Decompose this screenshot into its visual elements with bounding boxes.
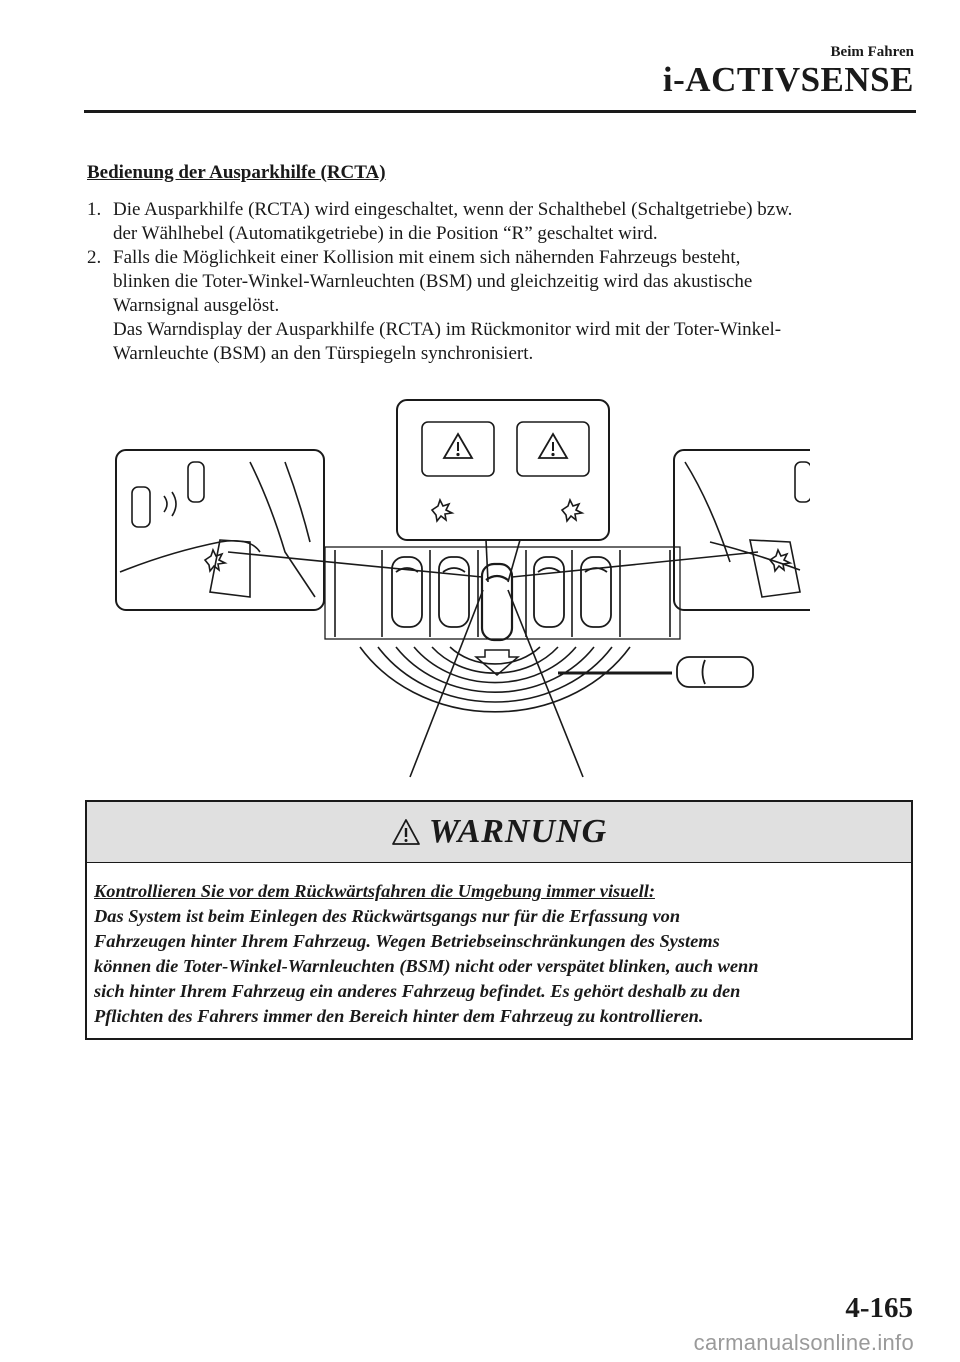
parking-lot [324,546,681,640]
step-line: Das Warndisplay der Ausparkhilfe (RCTA) … [113,319,782,340]
header-divider [84,110,916,113]
step-line: Warnsignal ausgelöst. [113,295,280,316]
section-heading: Bedienung der Ausparkhilfe (RCTA) [87,162,386,183]
warning-line: sich hinter Ihrem Fahrzeug ein anderes F… [94,981,741,1001]
step-number: 2. [87,247,102,268]
step-line: Falls die Möglichkeit einer Kollision mi… [113,247,741,268]
warning-line: Pflichten des Fahrers immer den Bereich … [94,1006,704,1026]
step-line: der Wählhebel (Automatikgetriebe) in die… [113,223,658,244]
rcta-illustration [115,399,810,778]
warning-triangle-icon [391,819,420,845]
step-line: Warnleuchte (BSM) an den Türspiegeln syn… [113,343,534,364]
rear-monitor-inset [396,399,610,583]
warning-line: Das System ist beim Einlegen des Rückwär… [94,906,681,926]
page-number: 4-165 [845,1292,913,1324]
warning-header: WARNUNG [87,802,911,863]
header-section-label: Beim Fahren [830,44,914,60]
warning-box: WARNUNG Kontrollieren Sie vor dem Rückwä… [85,800,913,1040]
warning-line: können die Toter-Winkel-Warnleuchten (BS… [94,956,759,976]
steps-list: 1. Die Ausparkhilfe (RCTA) wird eingesch… [87,198,917,366]
warning-title: WARNUNG [428,813,608,850]
step-item: 1. Die Ausparkhilfe (RCTA) wird eingesch… [87,198,917,246]
header-chapter-title: i-ACTIVSENSE [662,60,914,99]
step-line: blinken die Toter-Winkel-Warnleuchten (B… [113,271,753,292]
warning-lead: Kontrollieren Sie vor dem Rückwärtsfahre… [94,881,655,901]
right-mirror-inset [511,449,810,611]
warning-line: Fahrzeugen hinter Ihrem Fahrzeug. Wegen … [94,931,720,951]
step-item: 2. Falls die Möglichkeit einer Kollision… [87,246,917,366]
step-number: 1. [87,199,102,220]
watermark: carmanualsonline.info [693,1330,914,1355]
parked-cars [391,556,612,628]
warning-body: Kontrollieren Sie vor dem Rückwärtsfahre… [87,863,911,1029]
own-car [480,562,514,642]
approaching-car [676,656,754,688]
sensor-range-arcs [359,646,631,713]
step-line: Die Ausparkhilfe (RCTA) wird eingeschalt… [113,199,793,220]
left-mirror-inset [115,449,483,611]
